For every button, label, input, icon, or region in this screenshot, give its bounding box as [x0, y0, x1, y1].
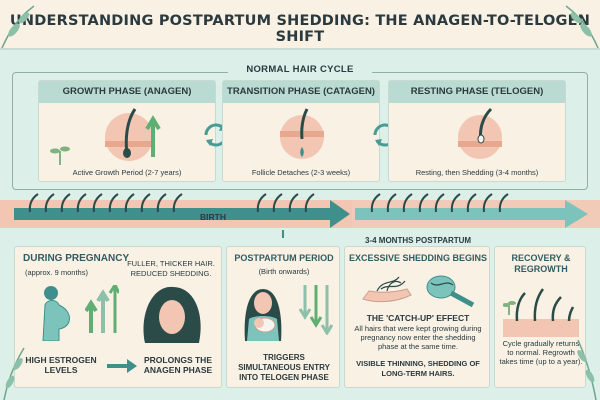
- phase-note: Follicle Detaches (2-3 weeks): [251, 168, 351, 177]
- telogen-phase-card: RESTING PHASE (TELOGEN) Resting, then Sh…: [388, 80, 566, 182]
- birth-label: BIRTH: [200, 212, 226, 222]
- leaf-decoration-icon: [3, 347, 25, 400]
- leaf-decoration-icon: [565, 5, 599, 49]
- recovery-text: Cycle gradually returns to normal. Regro…: [499, 339, 583, 366]
- leaf-decoration-icon: [1, 5, 35, 49]
- catagen-phase-card: TRANSITION PHASE (CATAGEN) Follicle Deta…: [222, 80, 380, 182]
- resting-follicle-icon: [458, 107, 502, 159]
- leaf-decoration-icon: [577, 339, 597, 400]
- postpartum-title: POSTPARTUM PERIOD: [234, 253, 334, 263]
- detaching-follicle-icon: [280, 108, 324, 159]
- page-title: UNDERSTANDING POSTPARTUM SHEDDING: THE A…: [9, 13, 591, 45]
- postpartum-panel: POSTPARTUM PERIOD (Birth onwards) TRIGGE…: [226, 246, 340, 388]
- arrow-right-icon: [107, 359, 137, 373]
- shedding-panel: EXCESSIVE SHEDDING BEGINS THE 'CATCH-UP'…: [344, 246, 490, 388]
- phase-note: Active Growth Period (2-7 years): [72, 168, 182, 177]
- decline-arrows-icon: [299, 285, 333, 335]
- title-banner: [0, 0, 600, 50]
- phase-title: RESTING PHASE (TELOGEN): [389, 81, 565, 103]
- pregnant-woman-icon: [42, 286, 70, 341]
- shedding-result: VISIBLE THINNING, SHEDDING OF LONG-TERM …: [356, 359, 480, 378]
- mother-baby-icon: [244, 289, 282, 341]
- full-hair-woman-icon: [143, 286, 201, 343]
- pregnancy-effect: FULLER, THICKER HAIR. REDUCED SHEDDING.: [127, 259, 215, 278]
- pregnancy-panel: DURING PREGNANCY (approx. 9 months) FULL…: [14, 246, 222, 388]
- timeline-arrow: [0, 193, 600, 238]
- postpartum-time-label: 3-4 MONTHS POSTPARTUM: [365, 236, 472, 245]
- pregnancy-subtitle: (approx. 9 months): [25, 268, 88, 277]
- postpartum-subtitle: (Birth onwards): [258, 267, 310, 276]
- regrowing-follicle-icon: [503, 288, 579, 337]
- brush-icon: [426, 275, 475, 307]
- growing-follicle-icon: [105, 108, 161, 161]
- pregnancy-title: DURING PREGNANCY: [23, 253, 130, 264]
- anagen-phase-card: GROWTH PHASE (ANAGEN) Active Growth Peri…: [38, 80, 216, 182]
- normal-cycle-label: NORMAL HAIR CYCLE: [228, 64, 372, 75]
- postpartum-result: TRIGGERS SIMULTANEOUS ENTRY INTO TELOGEN…: [238, 353, 330, 382]
- recovery-panel: RECOVERY & REGROWTH Cycle gradually retu…: [494, 246, 586, 388]
- phase-title: GROWTH PHASE (ANAGEN): [39, 81, 215, 103]
- catch-up-text: All hairs that were kept growing during …: [354, 324, 482, 351]
- phase-note: Resting, then Shedding (3-4 months): [415, 168, 539, 177]
- estrogen-rising-icon: [85, 285, 119, 333]
- hand-shed-hair-icon: [362, 276, 412, 303]
- pregnancy-result: PROLONGS THE ANAGEN PHASE: [143, 355, 213, 375]
- shedding-title: EXCESSIVE SHEDDING BEGINS: [348, 253, 488, 263]
- pregnancy-cause: HIGH ESTROGEN LEVELS: [25, 355, 97, 375]
- recovery-title: RECOVERY & REGROWTH: [511, 253, 571, 274]
- catch-up-title: THE 'CATCH-UP' EFFECT: [366, 313, 470, 323]
- phase-title: TRANSITION PHASE (CATAGEN): [223, 81, 379, 103]
- sprout-icon: [50, 146, 70, 165]
